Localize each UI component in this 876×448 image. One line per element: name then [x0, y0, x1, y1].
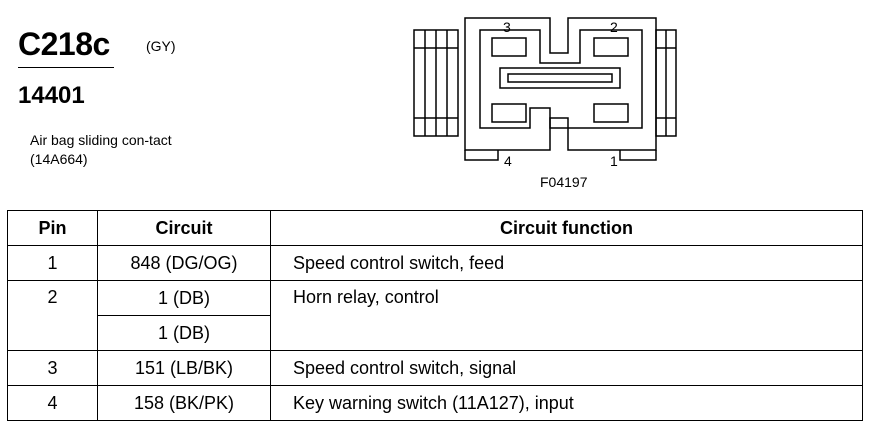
- pin-label-4: 4: [504, 153, 512, 169]
- figure-code: F04197: [540, 174, 588, 188]
- inner-housing-outline: [479, 29, 643, 129]
- pin-cell: 3: [7, 350, 98, 386]
- pin-cell: 2: [7, 280, 98, 351]
- header-pin: Pin: [7, 210, 98, 246]
- terminal-slot-2: [593, 37, 629, 57]
- pin-label-1: 1: [610, 153, 618, 169]
- title-divider: [18, 67, 114, 68]
- pin-cell: 4: [7, 385, 98, 421]
- terminal-slot-4: [491, 103, 527, 123]
- circuit-cell: 1 (DB): [97, 315, 271, 351]
- pin-circuit-table: Pin Circuit Circuit function 1 848 (DG/O…: [7, 210, 863, 421]
- table-row: 4 158 (BK/PK) Key warning switch (11A127…: [7, 385, 863, 421]
- connector-id: C218c: [18, 26, 110, 62]
- header-circuit: Circuit: [97, 210, 271, 246]
- circuit-cell: 151 (LB/BK): [97, 350, 271, 386]
- pin-label-3: 3: [503, 19, 511, 35]
- table-header-row: Pin Circuit Circuit function: [7, 210, 863, 246]
- function-cell: Key warning switch (11A127), input: [270, 385, 863, 421]
- part-number: 14401: [18, 82, 85, 109]
- circuit-cell: 158 (BK/PK): [97, 385, 271, 421]
- table-row: 2 1 (DB) Horn relay, control: [7, 280, 863, 351]
- circuit-cell: 1 (DB): [97, 280, 271, 316]
- function-cell: Speed control switch, feed: [270, 245, 863, 281]
- connector-description: Air bag sliding con-tact (14A664): [30, 132, 172, 167]
- circuit-cell: 848 (DG/OG): [97, 245, 271, 281]
- function-cell: Speed control switch, signal: [270, 350, 863, 386]
- pin-label-2: 2: [610, 19, 618, 35]
- center-key: [499, 67, 621, 89]
- header-circuit-function: Circuit function: [270, 210, 863, 246]
- function-cell: Horn relay, control: [270, 280, 863, 351]
- terminal-slot-1: [593, 103, 629, 123]
- terminal-slot-3: [491, 37, 527, 57]
- table-row: 3 151 (LB/BK) Speed control switch, sign…: [7, 350, 863, 386]
- connector-color-code: (GY): [146, 38, 176, 54]
- table-row: 1 848 (DG/OG) Speed control switch, feed: [7, 245, 863, 281]
- pin-cell: 1: [7, 245, 98, 281]
- connector-face-diagram: 3 2 4 1 F04197: [413, 17, 677, 188]
